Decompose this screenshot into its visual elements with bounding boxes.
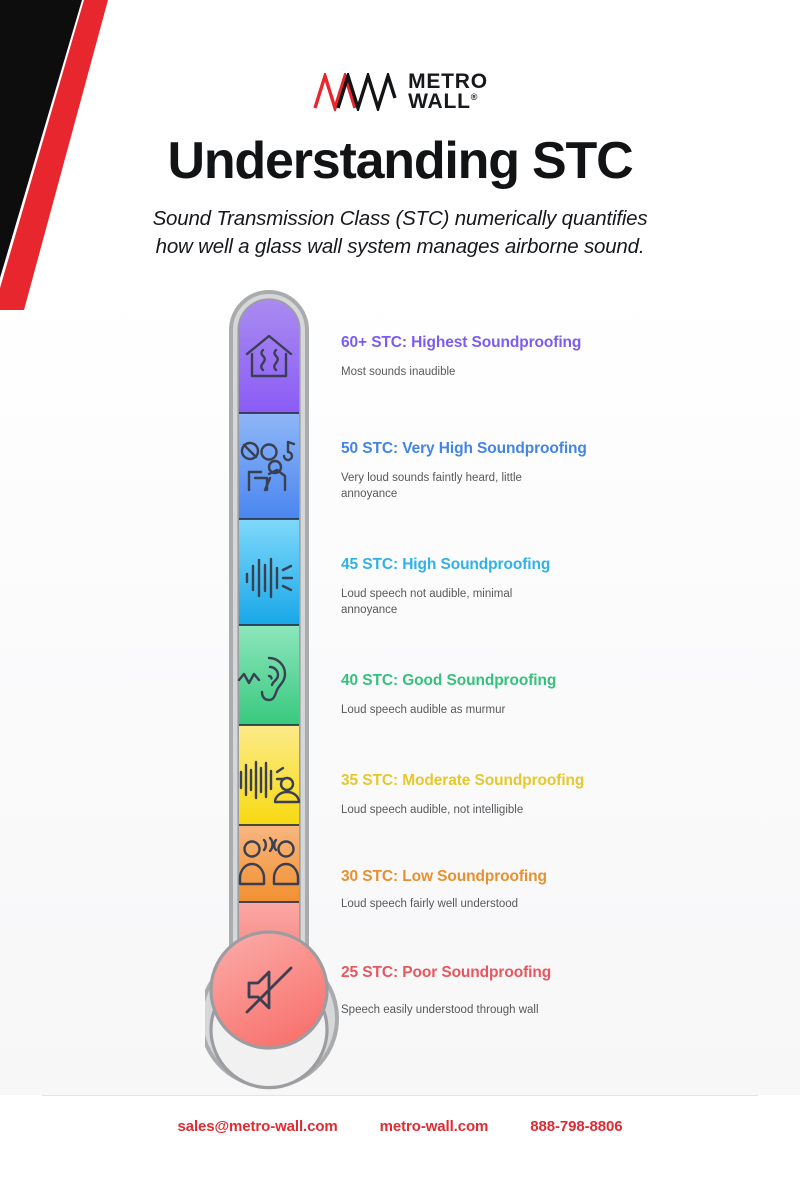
corner-red-stripe — [0, 0, 108, 310]
level-title: 45 STC: High Soundproofing — [341, 556, 551, 573]
level-title: 30 STC: Low Soundproofing — [341, 868, 547, 885]
level-description: Loud speech not audible, minimal annoyan… — [341, 588, 513, 616]
footer: sales@metro-wall.com metro-wall.com 888-… — [0, 1095, 800, 1200]
level-description: Very loud sounds faintly heard, little a… — [341, 472, 522, 500]
footer-contact-row: sales@metro-wall.com metro-wall.com 888-… — [0, 1118, 800, 1135]
level-title: 40 STC: Good Soundproofing — [341, 672, 557, 689]
list-item[interactable]: 35 STC: Moderate Soundproofing Loud spee… — [341, 771, 741, 819]
registered-mark: ® — [470, 92, 478, 103]
level-description: Loud speech audible as murmur — [341, 704, 506, 717]
footer-email[interactable]: sales@metro-wall.com — [177, 1118, 338, 1135]
corner-decoration — [0, 0, 108, 310]
main-panel — [0, 283, 800, 1095]
page-title: Understanding STC — [167, 132, 634, 190]
two-people-talking-icon — [238, 836, 300, 886]
level-description: Speech easily understood through wall — [341, 1004, 539, 1017]
brand-name-line1: METRO — [408, 70, 488, 93]
segment-stc35 — [239, 725, 299, 825]
list-item[interactable]: 25 STC: Poor Soundproofing Speech easily… — [341, 963, 741, 1019]
sound-wave-bars-icon — [245, 557, 294, 599]
corner-black-wedge — [0, 0, 82, 278]
list-item[interactable]: 60+ STC: Highest Soundproofing Most soun… — [341, 333, 741, 381]
level-title: 35 STC: Moderate Soundproofing — [341, 772, 585, 789]
segment-stc45 — [239, 519, 299, 625]
level-description: Most sounds inaudible — [341, 366, 456, 379]
brand-logo[interactable]: METRO WALL® — [0, 70, 800, 114]
level-description: Loud speech audible, not intelligible — [341, 804, 524, 817]
ear-with-murmur-icon — [237, 656, 287, 702]
brand-name-line2: WALL® — [408, 90, 478, 114]
list-item[interactable]: 45 STC: High Soundproofing Loud speech n… — [341, 555, 741, 618]
waves-and-person-icon — [239, 760, 301, 804]
subtitle-line-2: how well a glass wall system manages air… — [155, 235, 645, 259]
list-item[interactable]: 40 STC: Good Soundproofing Loud speech a… — [341, 671, 741, 719]
thermometer-segments — [239, 300, 299, 990]
footer-divider — [42, 1095, 758, 1096]
stc-level-list: 60+ STC: Highest Soundproofing Most soun… — [341, 283, 771, 1095]
person-no-noise-music-icon — [240, 440, 296, 492]
muted-speaker-icon — [245, 966, 293, 1014]
footer-phone[interactable]: 888-798-8806 — [530, 1118, 623, 1135]
segment-stc60 — [239, 300, 299, 413]
house-with-sound-waves-icon — [245, 334, 293, 378]
mw-zigzag-logo-icon — [313, 73, 397, 112]
footer-website[interactable]: metro-wall.com — [379, 1118, 489, 1135]
subtitle-line-1: Sound Transmission Class (STC) numerical… — [152, 207, 648, 230]
list-item[interactable]: 30 STC: Low Soundproofing Loud speech fa… — [341, 867, 741, 913]
level-title: 60+ STC: Highest Soundproofing — [341, 334, 582, 351]
brand-wordmark: METRO WALL® — [408, 70, 488, 114]
level-title: 50 STC: Very High Soundproofing — [341, 440, 587, 457]
page-subtitle: Sound Transmission Class (STC) numerical… — [0, 205, 800, 262]
level-description: Loud speech fairly well understood — [341, 898, 519, 911]
stc-thermometer — [205, 290, 339, 1090]
list-item[interactable]: 50 STC: Very High Soundproofing Very lou… — [341, 439, 741, 502]
level-title: 25 STC: Poor Soundproofing — [341, 964, 552, 981]
